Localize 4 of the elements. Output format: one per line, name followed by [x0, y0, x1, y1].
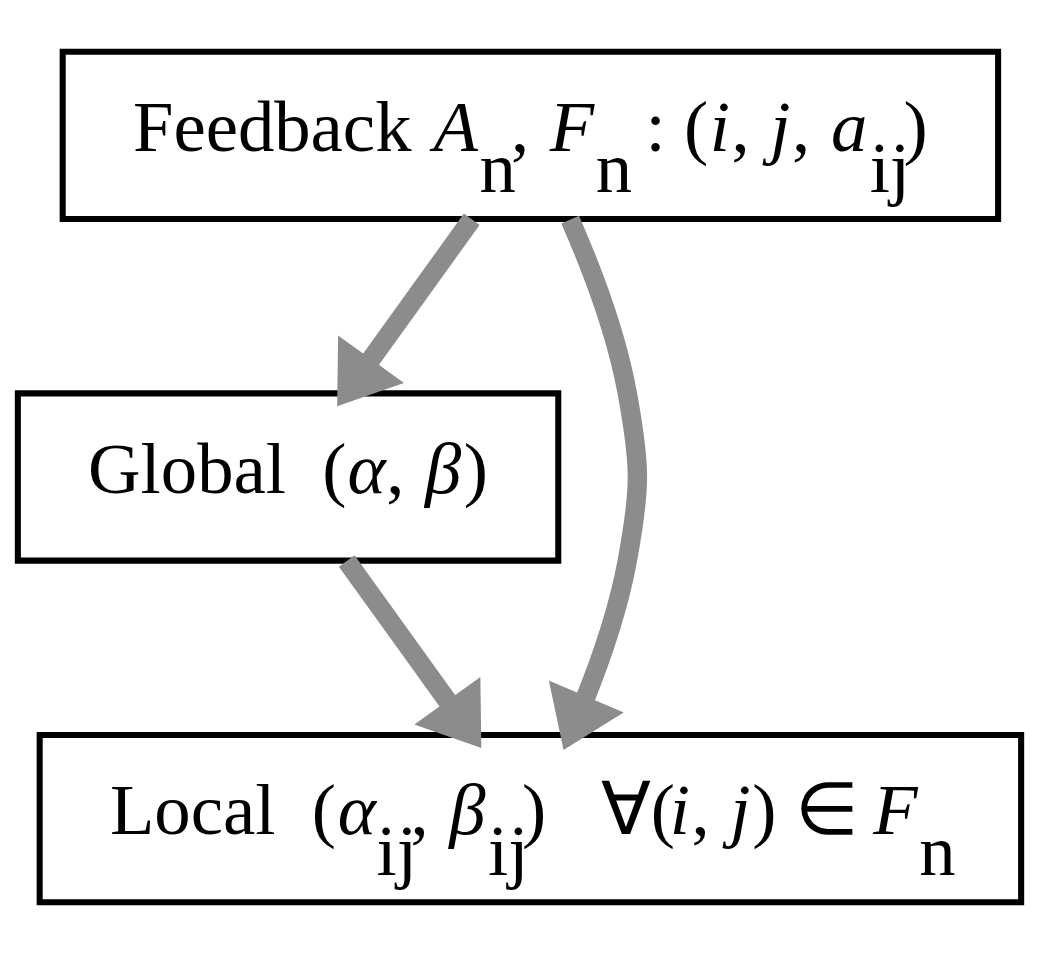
arrow: [548, 215, 648, 750]
arrow: [337, 213, 480, 406]
node-box: Global (α, β): [14, 389, 562, 564]
arrow: [338, 554, 482, 748]
